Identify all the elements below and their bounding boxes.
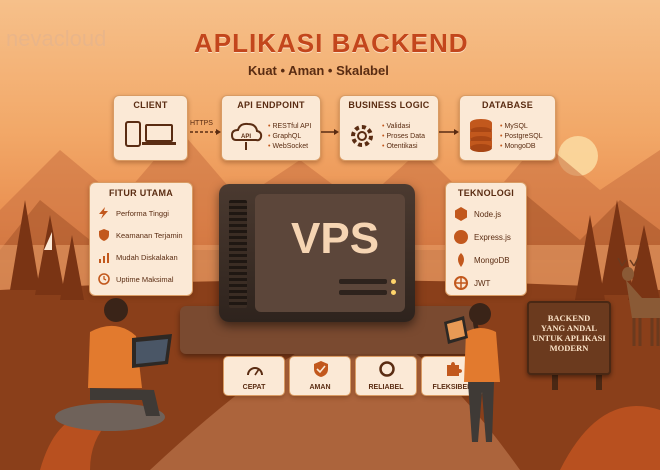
feature-label: Uptime Maksimal (116, 274, 174, 284)
feature-label: Mudah Diskalakan (116, 252, 178, 262)
jwt-icon (454, 276, 468, 290)
technology-item: JWT (454, 276, 490, 290)
server-slot (339, 279, 387, 284)
technology-item: Express.js (454, 230, 511, 244)
person-with-laptop-left (55, 298, 172, 431)
express-icon (454, 230, 468, 244)
logic-item: Otentikasi (382, 142, 425, 152)
nodejs-icon (455, 207, 467, 221)
business-logic-card: BUSINESS LOGIC Validasi Proses Data Oten… (339, 95, 439, 161)
api-list: RESTful API GraphQL WebSocket (268, 122, 311, 152)
shield-icon (99, 229, 109, 241)
server-slot (339, 290, 387, 295)
arrow-client-api (190, 129, 221, 135)
api-item: WebSocket (268, 142, 311, 152)
lightning-icon (99, 207, 108, 219)
rock (55, 403, 165, 431)
person-body (464, 328, 500, 382)
technology-label: Express.js (474, 232, 511, 242)
logic-item: Validasi (382, 122, 425, 132)
feature-item: Keamanan Terjamin (98, 229, 183, 241)
brand-logo: nevacloud (6, 26, 107, 51)
status-led (391, 290, 396, 295)
database-item: MySQL (500, 122, 543, 132)
technology-label: Node.js (474, 209, 502, 219)
logic-item: Proses Data (382, 132, 425, 142)
page-title: APLIKASI BACKEND (194, 28, 469, 58)
cloud-api-icon: API (230, 122, 263, 150)
api-icon-text: API (241, 134, 251, 140)
vps-server: VPS (219, 184, 415, 322)
person-with-tablet-right (444, 303, 500, 442)
technology-item: MongoDB (454, 253, 510, 267)
technology-card: TEKNOLOGI Node.js Express.js MongoDB JWT (445, 182, 527, 296)
features-card: FITUR UTAMA Performa Tinggi Keamanan Ter… (89, 182, 193, 296)
sign-line: YANG ANDAL (540, 323, 598, 333)
person-head (469, 303, 491, 325)
person-head (104, 298, 128, 322)
badge-label: FLEKSIBEL (432, 384, 472, 391)
api-item: GraphQL (268, 132, 311, 142)
database-item: PostgreSQL (500, 132, 542, 142)
logic-title: BUSINESS LOGIC (348, 100, 430, 110)
database-list: MySQL PostgreSQL MongoDB (500, 122, 543, 152)
devices-icon (125, 121, 176, 147)
ring-icon (379, 361, 395, 377)
database-icon (470, 119, 492, 152)
status-led (391, 279, 396, 284)
mongodb-leaf-icon (458, 253, 464, 267)
features-title: FITUR UTAMA (108, 188, 174, 198)
feature-label: Keamanan Terjamin (116, 230, 183, 240)
api-title: API ENDPOINT (237, 100, 305, 110)
bush-right (560, 406, 660, 470)
deer (617, 258, 660, 346)
database-card: DATABASE MySQL PostgreSQL MongoDB (459, 95, 556, 161)
feature-label: Performa Tinggi (116, 208, 169, 218)
badge-reliable: RELIABEL (355, 356, 417, 396)
vps-label: VPS (291, 214, 380, 263)
shield-check-icon (314, 361, 328, 377)
badge-fast: CEPAT (223, 356, 285, 396)
chart-growth-icon (99, 253, 109, 263)
feature-item: Mudah Diskalakan (98, 251, 178, 263)
arrow-logic-db (439, 129, 459, 135)
speedometer-icon (247, 367, 263, 376)
feature-item: Performa Tinggi (98, 207, 169, 219)
arrow-api-logic (321, 129, 339, 135)
api-item: RESTful API (268, 122, 311, 132)
server-vent (229, 200, 247, 308)
badge-label: CEPAT (242, 384, 266, 391)
https-label: HTTPS (190, 120, 213, 127)
technology-item: Node.js (454, 207, 501, 221)
person-body (88, 325, 142, 388)
clock-icon (98, 273, 110, 285)
feature-item: Uptime Maksimal (98, 273, 174, 285)
technology-label: JWT (474, 278, 491, 288)
person-legs (468, 382, 494, 442)
api-endpoint-card: API ENDPOINT API RESTful API GraphQL Web… (221, 95, 321, 161)
logic-list: Validasi Proses Data Otentikasi (382, 122, 425, 152)
database-title: DATABASE (481, 100, 534, 110)
gear-icon (351, 125, 373, 147)
page-subtitle: Kuat • Aman • Skalabel (248, 63, 389, 78)
sign-line: BACKEND (547, 313, 591, 323)
sign-line: UNTUK APLIKASI (532, 333, 606, 343)
database-item: MongoDB (500, 142, 543, 152)
technology-label: MongoDB (474, 255, 510, 265)
person-legs (90, 388, 160, 416)
sailboat-icon (44, 232, 52, 250)
client-card: CLIENT (113, 95, 188, 161)
puzzle-icon (447, 362, 462, 376)
technology-title: TEKNOLOGI (457, 188, 515, 198)
signboard: BACKEND YANG ANDAL UNTUK APLIKASI MODERN (527, 301, 611, 375)
sign-line: MODERN (549, 343, 589, 353)
badge-secure: AMAN (289, 356, 351, 396)
badge-label: AMAN (309, 384, 331, 391)
client-title: CLIENT (133, 100, 168, 110)
badge-label: RELIABEL (368, 384, 404, 391)
